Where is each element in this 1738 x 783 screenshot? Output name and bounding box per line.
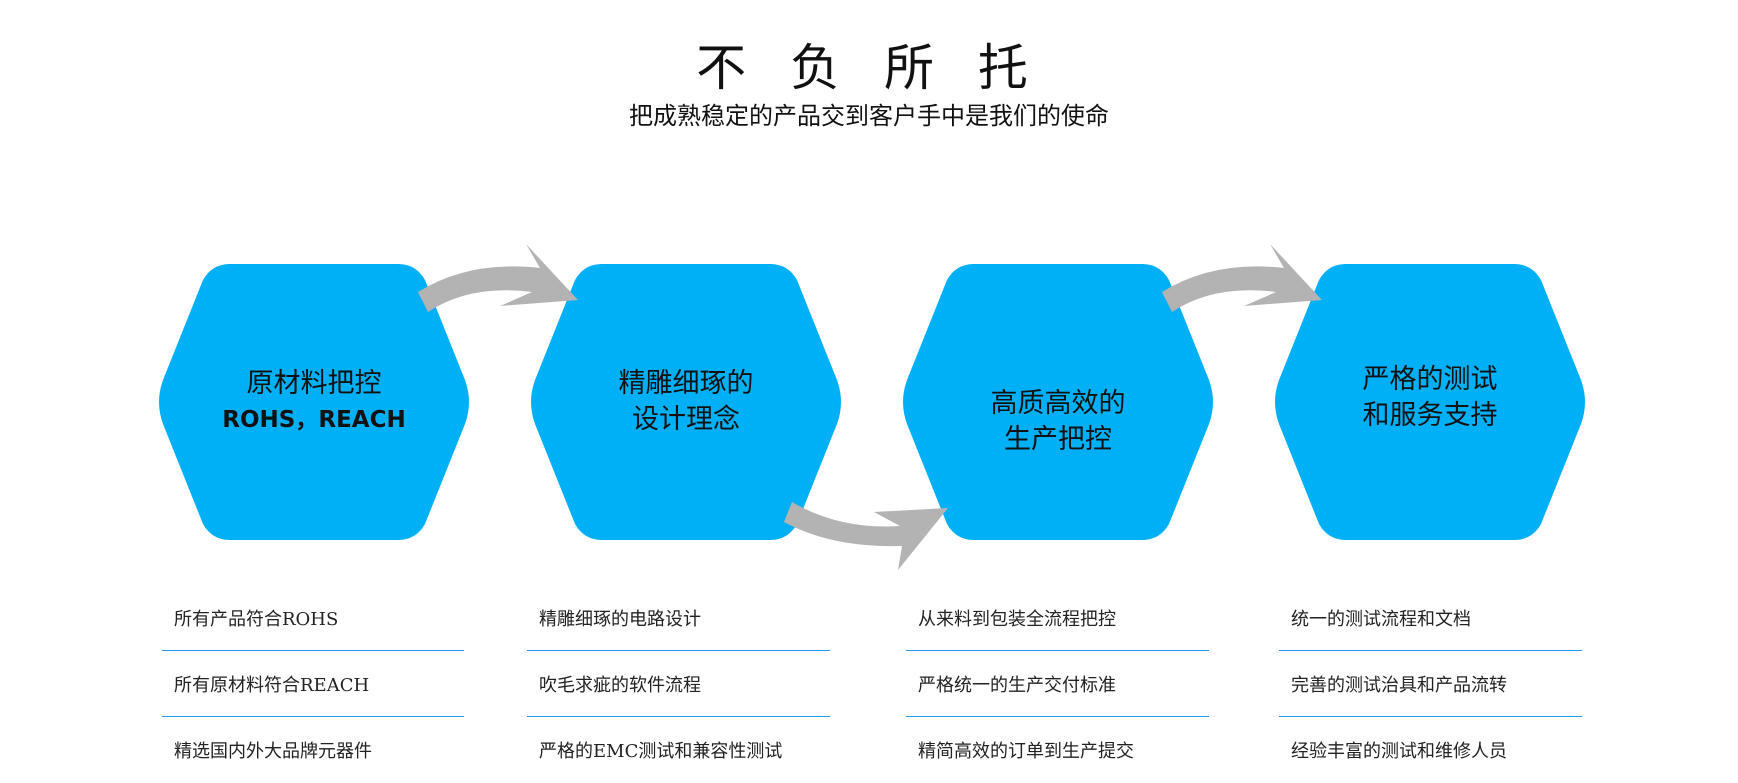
- feature-list-step-2: 精雕细琢的电路设计 吹毛求疵的软件流程 严格的EMC测试和兼容性测试: [527, 585, 830, 783]
- hex-label-step-1: 原材料把控 ROHS，REACH: [164, 340, 464, 464]
- hex-label-subtitle: 设计理念: [632, 404, 740, 435]
- hexagon-step-1: [159, 264, 469, 540]
- hex-label-subtitle: 生产把控: [1004, 424, 1112, 455]
- list-item: 统一的测试流程和文档: [1279, 585, 1582, 651]
- feature-list-step-1: 所有产品符合ROHS 所有原材料符合REACH 精选国内外大品牌元器件: [162, 585, 464, 783]
- hex-label-title: 严格的测试: [1362, 364, 1498, 395]
- feature-list-step-4: 统一的测试流程和文档 完善的测试治具和产品流转 经验丰富的测试和维修人员: [1279, 585, 1582, 783]
- list-item: 精简高效的订单到生产提交: [918, 741, 1134, 762]
- arrow-step-3-to-4: [1162, 244, 1322, 312]
- list-item: 从来料到包装全流程把控: [906, 585, 1209, 651]
- arrow-step-2-to-3: [784, 502, 948, 570]
- hex-label-step-3: 高质高效的 生产把控: [908, 360, 1208, 484]
- hex-label-step-4: 严格的测试 和服务支持: [1280, 336, 1580, 460]
- arrow-step-1-to-2: [418, 244, 578, 312]
- list-item: 所有原材料符合REACH: [162, 651, 464, 717]
- page-title: 不 负 所 托: [696, 39, 1042, 97]
- hex-label-title: 精雕细琢的: [618, 368, 754, 399]
- list-item: 精选国内外大品牌元器件: [174, 741, 372, 762]
- hexagon-step-3: [903, 264, 1213, 540]
- list-item: 完善的测试治具和产品流转: [1279, 651, 1582, 717]
- hex-label-title: 原材料把控: [246, 368, 382, 399]
- list-item: 严格统一的生产交付标准: [906, 651, 1209, 717]
- list-item: 精雕细琢的电路设计: [527, 585, 830, 651]
- hex-label-step-2: 精雕细琢的 设计理念: [536, 340, 836, 464]
- list-item: 吹毛求疵的软件流程: [527, 651, 830, 717]
- hex-label-title: 高质高效的: [990, 388, 1126, 419]
- list-item: 严格的EMC测试和兼容性测试: [539, 741, 783, 762]
- list-item: 所有产品符合ROHS: [162, 585, 464, 651]
- hexagon-step-4: [1275, 264, 1585, 540]
- list-item: 经验丰富的测试和维修人员: [1291, 741, 1507, 762]
- feature-list-step-3: 从来料到包装全流程把控 严格统一的生产交付标准 精简高效的订单到生产提交: [906, 585, 1209, 783]
- hex-label-subtitle: ROHS，REACH: [222, 407, 406, 433]
- page-subtitle: 把成熟稳定的产品交到客户手中是我们的使命: [629, 102, 1109, 130]
- hexagon-step-2: [531, 264, 841, 540]
- hex-label-subtitle: 和服务支持: [1362, 400, 1498, 431]
